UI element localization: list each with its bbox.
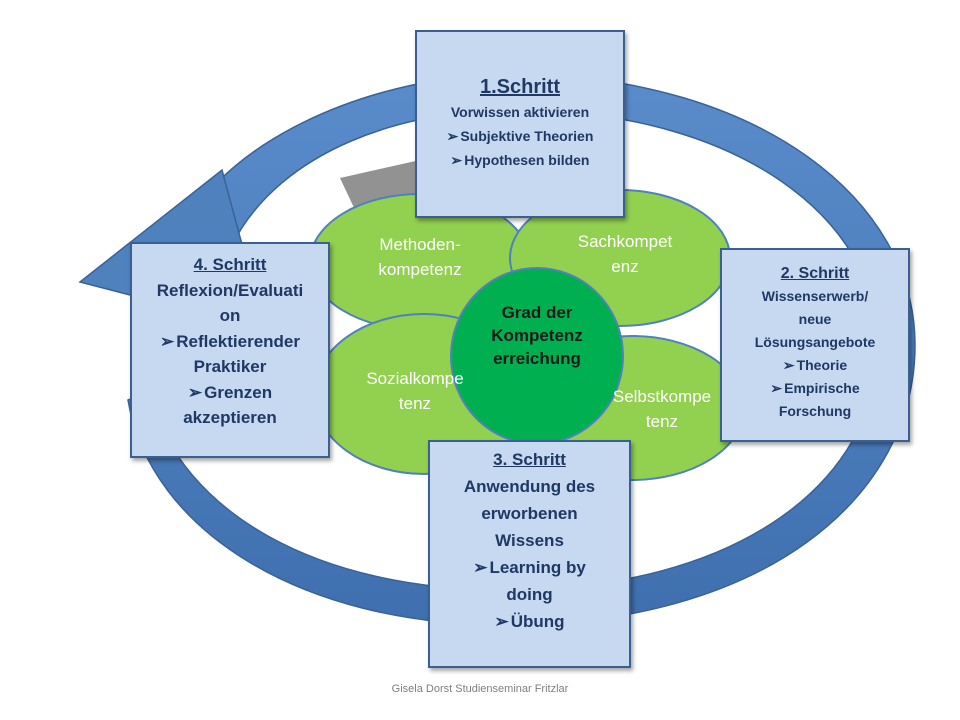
- step-4-title: 4. Schritt: [193, 255, 267, 274]
- center-label: Grad der Kompetenz erreichung: [472, 302, 602, 371]
- center-text: Kompetenz: [491, 325, 583, 345]
- center-text: Grad der: [501, 303, 573, 322]
- step-4-bullet: Grenzen: [132, 380, 328, 406]
- step-4-bullet: Reflektierender: [132, 329, 328, 355]
- step-3-line: Wissens: [495, 531, 564, 550]
- step-2-line: Wissenserwerb/: [761, 288, 869, 304]
- step-1-title: 1.Schritt: [479, 76, 561, 98]
- step-3-line: Anwendung des: [463, 477, 596, 496]
- step-1-bullet: Subjektive Theorien: [417, 124, 623, 148]
- step-4-line: on: [219, 306, 241, 325]
- center-text: erreichung: [493, 348, 581, 368]
- step-2-bullet: Theorie: [722, 354, 908, 377]
- petal-label-selbst: Selbstkompe tenz: [582, 385, 742, 434]
- step-4-box: 4. Schritt Reflexion/Evaluati on Reflekt…: [130, 242, 330, 458]
- step-4-line: Praktiker: [193, 357, 267, 376]
- petal-text: tenz: [645, 411, 679, 431]
- petal-text: kompetenz: [378, 259, 462, 279]
- petal-text: Sachkompet: [577, 232, 673, 251]
- footer-credit: Gisela Dorst Studienseminar Fritzlar: [391, 683, 569, 695]
- petal-text: Selbstkompe: [612, 387, 712, 406]
- step-4-line: Reflexion/Evaluati: [156, 280, 304, 300]
- step-3-bullet: Übung: [430, 608, 629, 635]
- petal-text: Methoden-: [379, 235, 461, 254]
- step-3-line: erworbenen: [481, 504, 578, 523]
- petal-text: enz: [611, 256, 639, 276]
- step-1-line: Vorwissen aktivieren: [450, 104, 590, 120]
- step-1-bullet: Hypothesen bilden: [417, 148, 623, 172]
- step-3-bullet: Learning by: [430, 554, 629, 581]
- step-4-line: akzeptieren: [183, 408, 277, 427]
- step-3-title: 3. Schritt: [493, 450, 566, 469]
- step-2-line: neue: [798, 311, 832, 327]
- petal-text: tenz: [398, 393, 432, 413]
- step-2-title: 2. Schritt: [780, 265, 850, 282]
- step-2-line: Forschung: [778, 403, 852, 419]
- petal-text: Sozialkompe: [366, 369, 464, 388]
- step-2-box: 2. Schritt Wissenserwerb/ neue Lösungsan…: [720, 248, 910, 442]
- step-2-line: Lösungsangebote: [754, 334, 876, 350]
- step-3-box: 3. Schritt Anwendung des erworbenen Wiss…: [428, 440, 631, 668]
- petal-label-methoden: Methoden- kompetenz: [340, 233, 500, 282]
- petal-label-sach: Sachkompet enz: [545, 230, 705, 279]
- step-1-box: 1.Schritt Vorwissen aktivieren Subjektiv…: [415, 30, 625, 218]
- step-3-line: doing: [506, 585, 553, 604]
- petal-label-sozial: Sozialkompe tenz: [335, 367, 495, 416]
- step-2-bullet: Empirische: [722, 377, 908, 400]
